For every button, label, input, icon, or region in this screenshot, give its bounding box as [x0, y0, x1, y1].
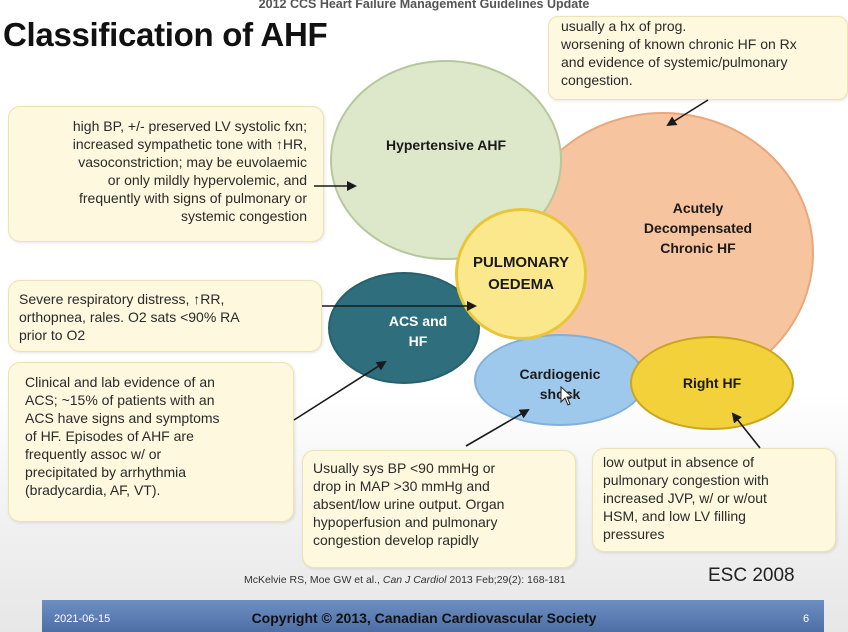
mouse-cursor-icon [560, 386, 574, 406]
arrow-acs [293, 360, 387, 421]
note-line: worsening of known chronic HF on Rx [561, 36, 797, 52]
header-title: 2012 CCS Heart Failure Management Guidel… [258, 0, 590, 11]
note-cardiogenic-shock: Usually sys BP <90 mmHg or drop in MAP >… [302, 450, 576, 568]
note-line: frequently with signs of pulmonary or [79, 190, 307, 206]
source-label: ESC 2008 [708, 565, 795, 586]
note-line: congestion. [561, 72, 633, 88]
note-line: Severe respiratory distress, ↑RR, [19, 291, 225, 307]
note-line: and evidence of systemic/pulmonary [561, 54, 788, 70]
citation: McKelvie RS, Moe GW et al., Can J Cardio… [244, 574, 566, 586]
note-line: ACS have signs and symptoms [25, 410, 220, 426]
circle-label: Cardiogenic shock [519, 366, 601, 402]
note-line: increased JVP, w/ or w/out [603, 490, 767, 506]
circle-label: Hypertensive AHF [385, 137, 507, 153]
circle-cardiogenic-shock: Cardiogenic shock [474, 334, 646, 426]
note-line: orthopnea, rales. O2 sats <90% RA [19, 309, 240, 325]
note-line: Clinical and lab evidence of an [25, 374, 215, 390]
note-line: HSM, and low LV filling [603, 508, 746, 524]
note-line: increased sympathetic tone with ↑HR, [72, 136, 307, 152]
arrow-right-hf [731, 412, 761, 449]
note-line: drop in MAP >30 mmHg and [313, 478, 490, 494]
note-line: high BP, +/- preserved LV systolic fxn; [72, 118, 307, 134]
citation-authors: McKelvie RS, Moe GW et al., [244, 574, 383, 586]
circle-hypertensive-ahf: Hypertensive AHF [330, 60, 562, 260]
circle-label: Acutely Decompensated Chronic HF [643, 200, 753, 256]
citation-journal: Can J Cardiol [382, 574, 447, 586]
circle-label: Right HF [682, 375, 742, 391]
note-line: pulmonary congestion with [603, 472, 769, 488]
note-line: absent/low urine output. Organ [313, 496, 505, 512]
note-line: hypoperfusion and pulmonary [313, 514, 498, 530]
note-line: systemic congestion [180, 208, 307, 224]
circle-acs-and-hf: ACS and HF [328, 272, 480, 384]
note-line: frequently assoc w/ or [25, 446, 162, 462]
note-line: usually a hx of prog. [561, 18, 687, 34]
footer-date: 2021-06-15 [54, 613, 111, 625]
circle-pulmonary-oedema: PULMONARY OEDEMA [455, 208, 587, 340]
footer-page-number: 6 [803, 613, 810, 625]
note-right-hf: low output in absence of pulmonary conge… [592, 448, 836, 552]
note-line: (bradycardia, AF, VT). [25, 482, 161, 498]
note-line: pressures [603, 526, 665, 542]
circle-label: ACS and HF [388, 313, 448, 349]
note-acutely-decompensated: usually a hx of prog. worsening of known… [548, 16, 848, 100]
note-line: prior to O2 [19, 327, 86, 343]
note-line: or only mildly hypervolemic, and [107, 172, 307, 188]
circle-right-hf: Right HF [630, 336, 794, 430]
note-line: of HF. Episodes of AHF are [25, 428, 194, 444]
note-line: low output in absence of [603, 454, 754, 470]
slide-title: Classification of AHF [3, 16, 328, 53]
arrow-cardiogenic-shock [465, 408, 530, 447]
footer-copyright: Copyright © 2013, Canadian Cardiovascula… [251, 610, 597, 626]
note-line: precipitated by arrhythmia [25, 464, 187, 480]
arrow-decompensated [666, 99, 709, 127]
note-hypertensive: high BP, +/- preserved LV systolic fxn; … [8, 106, 324, 242]
note-line: vasoconstriction; may be euvolaemic [78, 154, 307, 170]
footer-bar [42, 600, 824, 632]
citation-details: 2013 Feb;29(2): 168-181 [446, 574, 566, 586]
note-line: ACS; ~15% of patients with an [25, 392, 215, 408]
note-line: congestion develop rapidly [313, 532, 479, 548]
circle-label: PULMONARY OEDEMA [472, 254, 570, 293]
note-pulmonary-oedema: Severe respiratory distress, ↑RR, orthop… [8, 280, 322, 352]
note-acs: Clinical and lab evidence of an ACS; ~15… [8, 362, 294, 522]
note-line: Usually sys BP <90 mmHg or [313, 460, 496, 476]
